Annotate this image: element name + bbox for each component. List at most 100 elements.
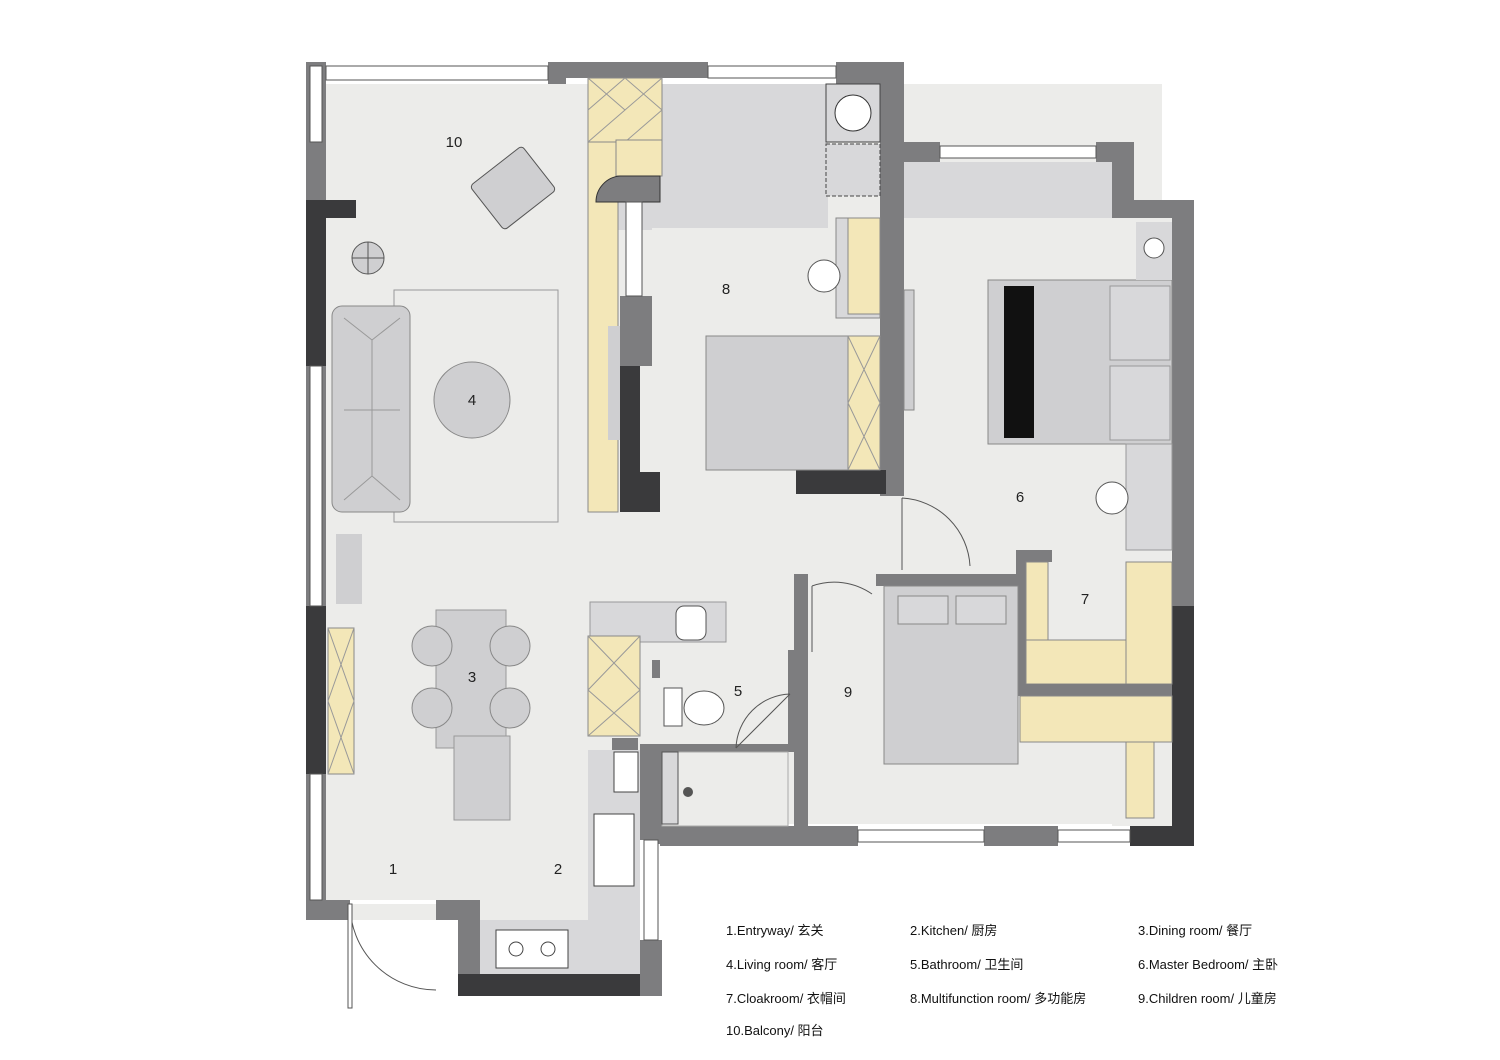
master-bedroom [901, 222, 1173, 570]
dryer-icon [825, 143, 881, 197]
dining-area [327, 609, 531, 821]
multifunction-room [625, 201, 881, 471]
kitchen-sink-icon [593, 813, 635, 887]
desk-top-room8 [847, 217, 881, 315]
toilet-icon [683, 690, 725, 726]
wall-right-dark [1172, 606, 1194, 846]
burner-icon [540, 941, 556, 957]
legend-bathroom: 5.Bathroom/ 卫生间 [910, 957, 1024, 972]
wall-partition-upper [620, 296, 652, 366]
kids-cabinet [1125, 741, 1155, 819]
wall-bottom-left-room9 [794, 826, 858, 846]
fridge-icon [613, 751, 639, 793]
bath-cabinet [587, 635, 641, 737]
chair-icon [489, 687, 531, 729]
windows [309, 65, 1131, 941]
wall-partition-dark [620, 366, 640, 512]
legend-children-room: 9.Children room/ 儿童房 [1138, 991, 1277, 1006]
wall-kitchen-left [458, 900, 480, 996]
room-number-3: 3 [468, 669, 476, 686]
wall-bath-bottom [660, 744, 794, 752]
sideboard [327, 627, 355, 775]
chair-icon [489, 625, 531, 667]
shower-area [661, 751, 789, 827]
bath-door-swing [735, 693, 791, 749]
balcony-storage [587, 77, 881, 203]
kids-wardrobe [1019, 695, 1173, 743]
room-number-8: 8 [722, 281, 730, 298]
legend-multifunction-room: 8.Multifunction room/ 多功能房 [910, 991, 1087, 1006]
master-door-swing [901, 497, 971, 570]
living-area [331, 139, 620, 523]
window-bedroom-bottom [1057, 829, 1131, 843]
legend-dining-room: 3.Dining room/ 餐厅 [1138, 923, 1253, 938]
balcony-floor-right [904, 162, 1114, 218]
window-bedroom-top [939, 145, 1097, 159]
coffee-table [433, 361, 511, 439]
children-room [811, 581, 1019, 765]
kids-door-swing [811, 581, 873, 652]
window-top-mid [707, 65, 837, 79]
bath-cabinet-cross [587, 635, 641, 737]
kitchen [336, 534, 640, 1009]
wall-kitchen-right [640, 940, 662, 996]
master-bed-headboard [1004, 286, 1034, 438]
legend-living-room: 4.Living room/ 客厅 [726, 957, 838, 972]
cloak-cabinet-right [1125, 561, 1173, 685]
room-number-10: 10 [446, 134, 463, 151]
sofa-lines [343, 317, 401, 501]
entry-door-opening [350, 900, 436, 904]
dining-island [453, 735, 511, 821]
wall-bottom-right [1130, 826, 1194, 846]
burner-icon [508, 941, 524, 957]
wall-top-mid [566, 62, 708, 78]
basin-icon [675, 605, 707, 641]
balcony-cabinet-2 [615, 139, 663, 177]
cloakroom [1016, 561, 1173, 819]
washer-drum-icon [834, 94, 872, 132]
room-number-labels: 1 2 3 4 5 6 7 8 9 10 [389, 134, 1089, 878]
entry-cabinet [336, 534, 362, 604]
wall-room5-bottom [660, 826, 796, 846]
bathroom [587, 601, 791, 827]
legend-kitchen: 2.Kitchen/ 厨房 [910, 923, 998, 938]
tv-panel [608, 326, 620, 440]
wardrobe-room8 [847, 335, 881, 471]
wall-bedroom-right-top [1112, 142, 1134, 218]
window-room9-bottom [857, 829, 985, 843]
partition-strip [625, 201, 643, 297]
cabinet-cross [587, 77, 663, 143]
window-balcony-left [309, 65, 323, 143]
window-left-low [309, 773, 323, 901]
wall-partition-stub [640, 472, 660, 512]
chair-icon [1095, 481, 1129, 515]
legend-entryway: 1.Entryway/ 玄关 [726, 923, 824, 938]
room-number-5: 5 [734, 683, 742, 700]
cloak-wall-bottom [1016, 684, 1172, 696]
wall-left-stub [326, 200, 356, 218]
room-number-7: 7 [1081, 591, 1089, 608]
wall-kitchen-bottom [458, 974, 660, 996]
room-legend: 1.Entryway/ 玄关 2.Kitchen/ 厨房 3.Dining ro… [726, 920, 1426, 1050]
window-balcony-top [325, 65, 549, 81]
wall-bedroom-top-left [904, 142, 940, 162]
wall-top-left [548, 62, 566, 84]
entry-door-leaf [347, 903, 353, 1009]
room-number-1: 1 [389, 861, 397, 878]
wall-bottom-mid [984, 826, 1058, 846]
shower-icon [683, 787, 693, 797]
wardrobe-cross [847, 335, 881, 471]
wall-room7-left [1016, 550, 1026, 690]
wall-right-upper [880, 62, 904, 352]
lounge-chair [470, 146, 556, 230]
wall-left-dark-1 [306, 200, 326, 366]
lamp-cross [352, 242, 384, 274]
lamp-icon [1143, 237, 1165, 259]
pillow-icon [1109, 285, 1171, 361]
pillow-icon [1109, 365, 1171, 441]
walls [306, 62, 1194, 996]
wall-bottom-left [306, 900, 352, 920]
tv-panel [903, 289, 915, 411]
cloak-cabinet-bottom [1025, 639, 1127, 685]
